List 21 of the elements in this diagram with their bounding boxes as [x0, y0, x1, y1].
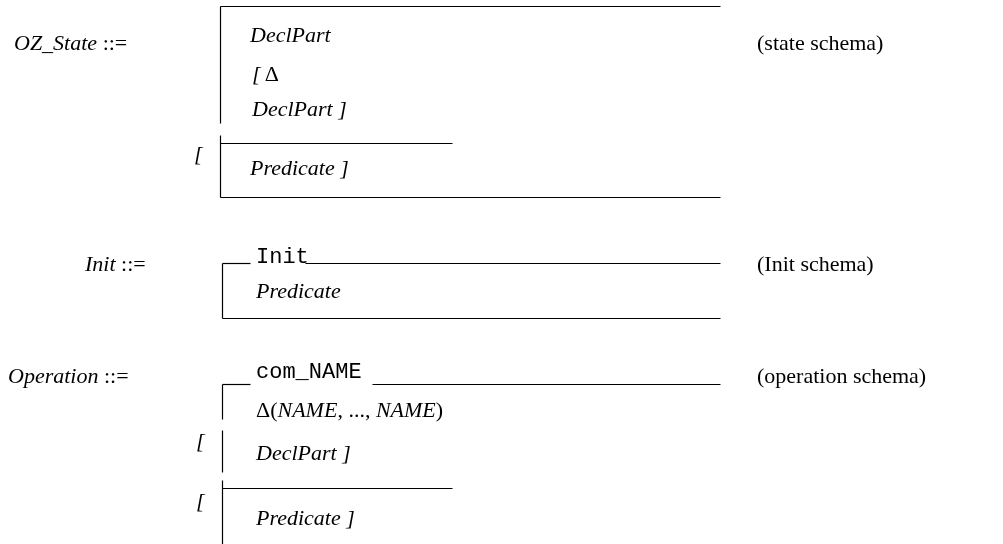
- bracket: [: [196, 488, 205, 514]
- schema-text: Δ(NAME, ..., NAME): [256, 397, 444, 423]
- schema-name: Init: [256, 245, 309, 271]
- schema-text: Predicate: [256, 278, 341, 304]
- production-label: OZ_State ::=: [14, 30, 128, 56]
- schema-text: Predicate ]: [250, 155, 349, 181]
- production-label: Operation ::=: [8, 363, 129, 389]
- schema-box: [222, 360, 720, 544]
- schema-box: [220, 6, 720, 197]
- schema-box: [222, 245, 720, 319]
- annotation: (state schema): [757, 30, 884, 56]
- bracket: [: [196, 428, 205, 454]
- schema-name: com_NAME: [256, 360, 362, 386]
- schema-text: DeclPart: [250, 22, 331, 48]
- annotation: (operation schema): [757, 363, 927, 389]
- schema-text: Predicate ]: [256, 505, 355, 531]
- schema-text: DeclPart ]: [256, 440, 351, 466]
- annotation: (Init schema): [757, 251, 874, 277]
- production-label: Init ::=: [85, 251, 146, 277]
- schema-text: [ Δ DeclPart ]: [252, 60, 348, 123]
- bracket: [: [194, 141, 203, 167]
